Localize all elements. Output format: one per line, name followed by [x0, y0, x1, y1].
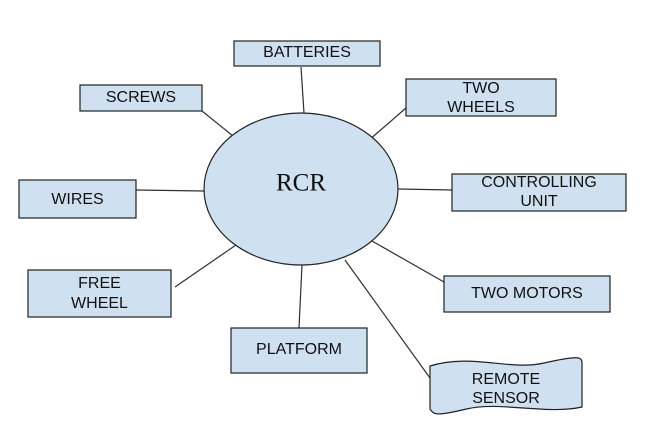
node-box — [18, 179, 137, 219]
node-label-free-wheel-line-2: WHEEL — [71, 295, 128, 312]
center-label: RCR — [276, 170, 326, 197]
connector-controlling-unit — [397, 188, 453, 191]
node-label-batteries: BATTERIES — [263, 44, 351, 61]
node-remote-sensor: REMOTE SENSOR — [429, 357, 583, 415]
connector-wires — [135, 189, 205, 192]
node-label-remote-sensor-line-1: REMOTE — [472, 371, 540, 388]
node-label-controlling-unit-line-1: CONTROLLING — [481, 174, 597, 191]
node-free-wheel: FREE WHEEL — [27, 269, 172, 318]
node-batteries: BATTERIES — [233, 40, 381, 67]
node-wires: WIRES — [18, 179, 137, 219]
connector-two-motors — [371, 240, 445, 283]
connector-two-wheels — [367, 107, 407, 142]
connector-platform — [298, 264, 303, 329]
node-label-wires: WIRES — [51, 191, 103, 208]
node-label-controlling-unit-line-2: UNIT — [520, 193, 558, 210]
node-platform: PLATFORM — [230, 327, 368, 374]
node-controlling-unit: CONTROLLING UNIT — [451, 173, 627, 212]
node-box — [405, 78, 557, 117]
node-two-wheels: TWO WHEELS — [405, 78, 557, 117]
node-box — [27, 269, 172, 318]
node-box — [233, 40, 381, 67]
nodes-layer: BATTERIES SCREWS TWO WHEELS WIRES CONTROLLING… — [18, 40, 627, 415]
node-box — [451, 173, 627, 212]
node-label-two-wheels-line-1: TWO — [462, 80, 499, 97]
node-label-platform: PLATFORM — [256, 341, 342, 358]
node-screws: SCREWS — [79, 84, 203, 112]
node-box — [443, 275, 611, 313]
center-ellipse — [203, 112, 399, 266]
node-label-remote-sensor-line-2: SENSOR — [472, 390, 540, 407]
node-box — [230, 327, 368, 374]
node-box — [79, 84, 203, 112]
node-label-two-wheels-line-2: WHEELS — [447, 99, 515, 116]
center-node: RCR — [203, 112, 399, 266]
connector-free-wheel — [174, 244, 237, 288]
node-label-two-motors: TWO MOTORS — [471, 285, 583, 302]
node-label-screws: SCREWS — [106, 89, 176, 106]
node-label-free-wheel-line-1: FREE — [78, 275, 121, 292]
node-two-motors: TWO MOTORS — [443, 275, 611, 313]
node-box-wavy — [429, 357, 583, 415]
connector-remote-sensor — [344, 259, 431, 379]
